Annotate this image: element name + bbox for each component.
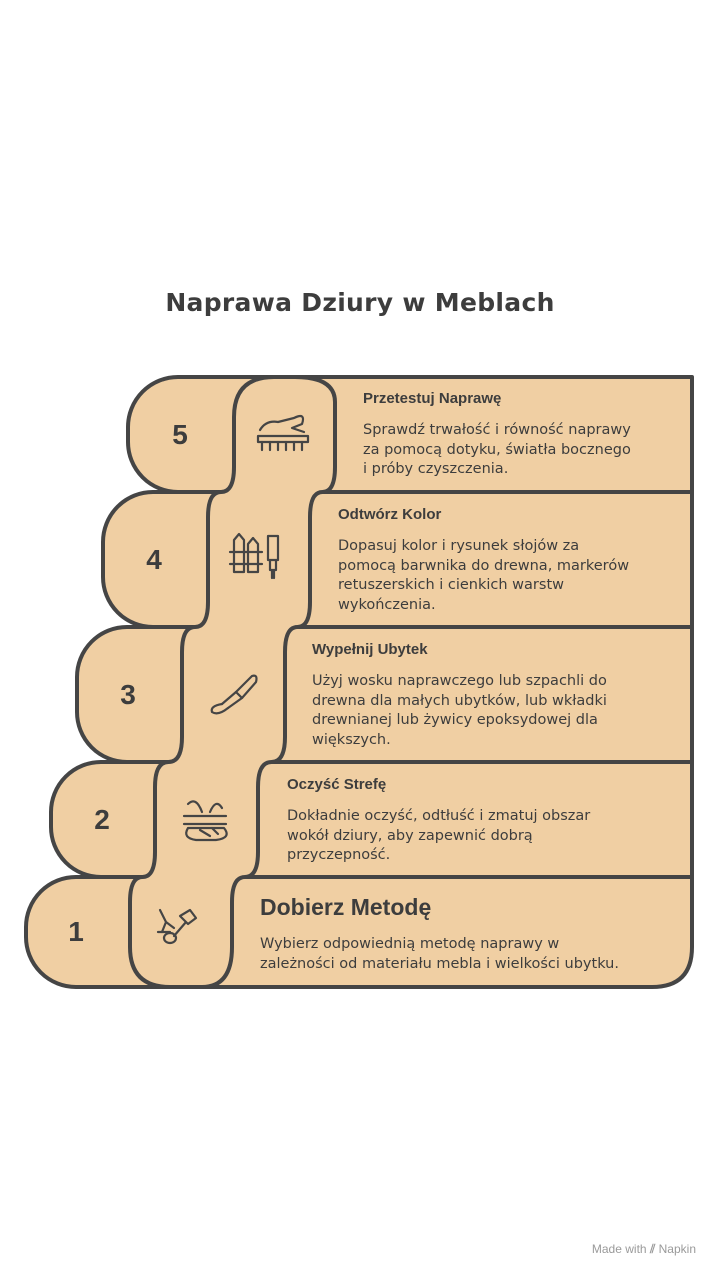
description-line: większych. (312, 731, 391, 748)
hand-brush-icon (256, 414, 310, 452)
description-line: pomocą barwnika do drewna, markerów (338, 557, 630, 574)
step-shapes (24, 375, 694, 989)
description-line: przyczepność. (287, 847, 391, 863)
step-5-description: Sprawdź trwałość i równość naprawy za pom… (363, 421, 686, 480)
step-4-description: Dopasuj kolor i rysunek słojów za pomocą … (338, 537, 686, 615)
step-number-5: 5 (172, 418, 188, 450)
footer-made-with: Made with (591, 1242, 647, 1256)
step-1-title: Dobierz Metodę (260, 894, 432, 920)
step-5-title: Przetestuj Naprawę (363, 390, 502, 407)
description-line: Dopasuj kolor i rysunek słojów za (338, 538, 580, 554)
footer-brand: Napkin (658, 1242, 696, 1256)
step-1-description: Wybierz odpowiednią metodę naprawy w zale… (260, 935, 686, 974)
description-line: Dokładnie oczyść, odtłuść i zmatuj obsza… (287, 808, 591, 824)
page-title: Naprawa Dziury w Meblach (165, 288, 555, 317)
step-number-4: 4 (146, 543, 162, 575)
step-2-title: Oczyść Strefę (287, 776, 387, 793)
description-line: drewnianej lub żywicy epoksydowej dla (312, 712, 598, 728)
step-3-description: Użyj wosku naprawczego lub szpachli do dr… (312, 672, 686, 750)
fence-paintbrush-icon (228, 532, 280, 580)
step-number-3: 3 (120, 678, 136, 710)
description-line: za pomocą dotyku, światła bocznego (363, 441, 631, 458)
description-line: wokół dziury, aby zapewnić dobrą (287, 827, 533, 844)
description-line: i próby czyszczenia. (363, 461, 509, 477)
step-icons (156, 414, 310, 945)
description-line: Użyj wosku naprawczego lub szpachli do (312, 673, 607, 689)
step-number-1: 1 (68, 916, 84, 947)
cleaning-hands-icon (182, 800, 228, 842)
tools-icon (156, 908, 198, 945)
description-line: wykończenia. (338, 596, 436, 613)
napkin-logo-icon: ⫽ (649, 1242, 656, 1256)
description-line: drewna dla małych ubytków, lub wkładki (312, 692, 607, 709)
step-2-description: Dokładnie oczyść, odtłuść i zmatuj obsza… (287, 807, 686, 866)
step-4-title: Odtwórz Kolor (338, 506, 442, 523)
step-3-title: Wypełnij Ubytek (312, 641, 428, 658)
footer-credit: Made with ⫽ Napkin (592, 1242, 696, 1257)
description-line: zależności od materiału mebla i wielkośc… (260, 955, 619, 972)
description-line: Sprawdź trwałość i równość naprawy (363, 422, 631, 438)
description-line: retuszerskich i cienkich warstw (338, 577, 564, 593)
icon-column (128, 375, 337, 989)
putty-knife-icon (210, 674, 258, 715)
step-number-2: 2 (94, 803, 110, 835)
description-line: Wybierz odpowiednią metodę naprawy w (260, 936, 560, 952)
